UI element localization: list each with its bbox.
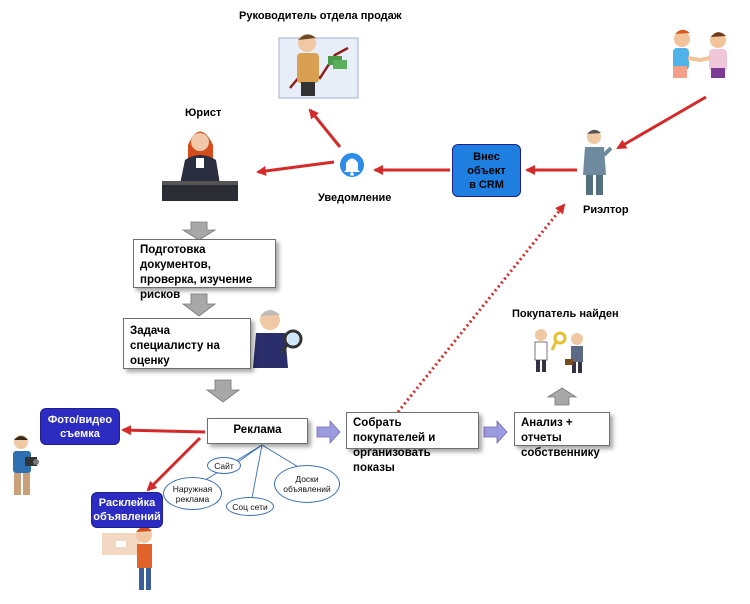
dotted-arrow-gather-to-realtor [396,203,566,413]
notification-label: Уведомление [318,192,392,204]
buyer-keys-icon [534,329,583,373]
realtor-label: Риэлтор [583,204,629,216]
channel-site: Сайт [207,457,241,474]
purple-arrow-1 [316,419,341,445]
photo-video-box: Фото/видео съемка [40,408,120,445]
arrow-ad-to-posting [146,436,202,492]
poster-boy-icon [102,526,152,590]
bell-icon [340,153,364,177]
purple-arrow-2 [483,419,508,445]
analysis-box: Анализ + отчеты собственнику [514,412,610,459]
lawyer-woman-icon [162,131,238,201]
posting-box: Расклейка объявлений [91,492,163,528]
arrow-bell-to-head [308,108,342,148]
arrow-bell-to-lawyer [256,160,335,176]
channel-social: Соц сети [226,497,274,516]
channel-boards: Доски объявлений [274,465,340,503]
channel-outdoor: Наружная реклама [163,477,222,510]
advertising-box: Реклама [207,418,308,444]
gather-buyers-box: Собрать покупателей и организовать показ… [346,412,479,474]
arrow-clients-to-realtor [616,95,707,150]
buyer-found-label: Покупатель найден [512,308,619,320]
lawyer-label: Юрист [185,107,222,119]
businessman-money-icon [278,34,359,99]
gray-arrow-1 [181,221,217,241]
crm-box: Внес объект в CRM [452,144,521,197]
arrow-ad-to-photo [121,425,206,436]
gray-arrow-3 [205,379,241,403]
realtor-man-icon [583,129,613,195]
prepare-docs-box: Подготовка документов, проверка, изучени… [133,239,276,301]
appraisal-task-box: Задача специалисту на оценку [123,318,251,369]
gray-arrow-up [546,387,578,406]
head-of-sales-label: Руководитель отдела продаж [239,10,402,22]
photographer-icon [13,435,39,495]
gray-arrow-2 [181,293,217,317]
magnifier-detective-icon [253,310,303,368]
handshake-people-icon [673,29,727,78]
